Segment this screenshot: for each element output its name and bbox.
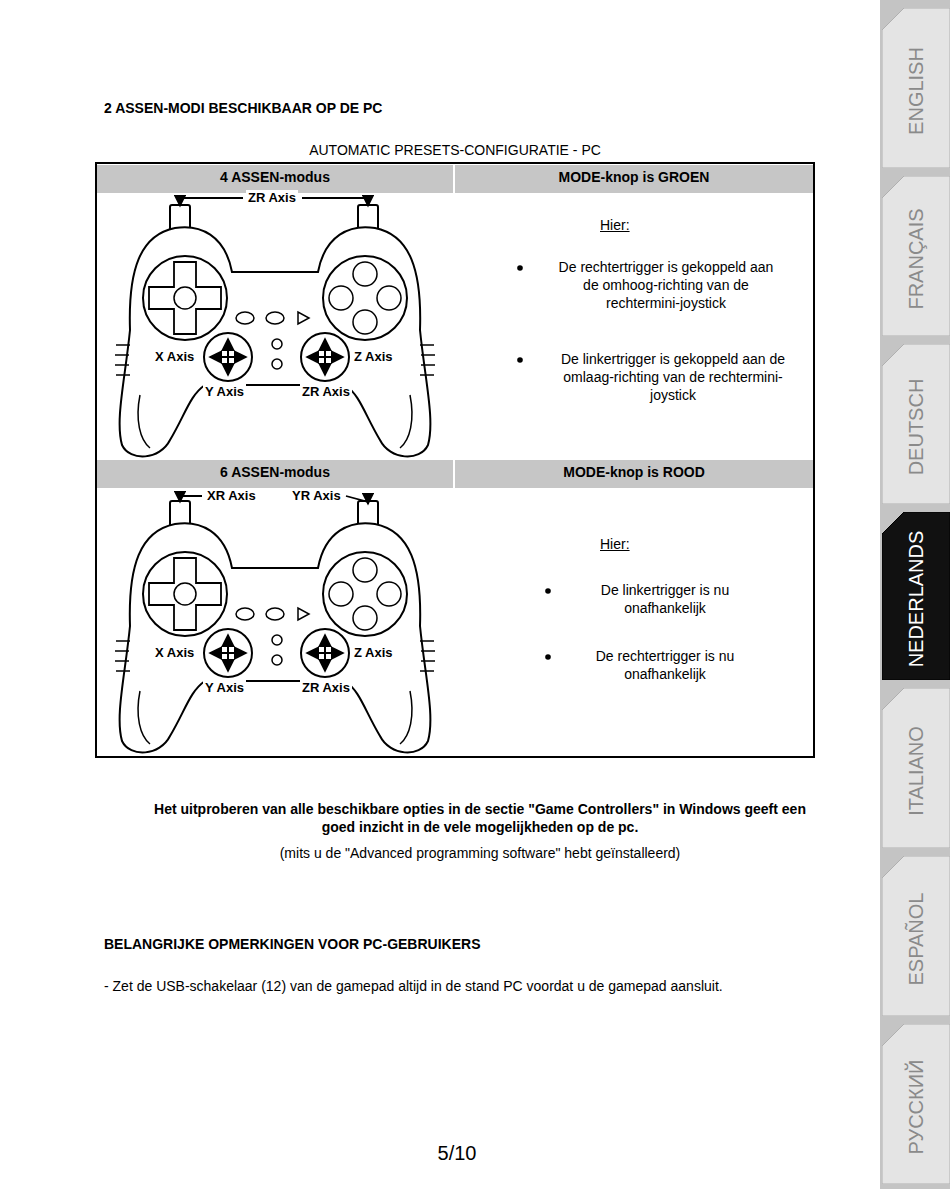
- bullet-dots: [545, 654, 551, 660]
- bullet-text: De rechtertrigger is nu onafhankelijk: [575, 647, 755, 683]
- language-tab: ENGLISH: [882, 8, 950, 168]
- language-tab: ESPAÑOL: [882, 856, 950, 1016]
- tab-outline: [882, 344, 950, 504]
- leader-arrows: [180, 198, 368, 504]
- leader-arrows: [180, 496, 202, 502]
- tab-outline: [882, 688, 950, 848]
- header-band: 4 ASSEN-modus: [97, 165, 453, 193]
- bullet-dots: [517, 357, 523, 363]
- tab-outline: [882, 1024, 950, 1184]
- gamepad-6-axes: [115, 501, 435, 752]
- band-heading: 6 ASSEN-modus: [97, 460, 453, 484]
- band-heading: MODE-knop is ROOD: [455, 460, 813, 484]
- language-name: ITALIANO: [905, 726, 928, 816]
- tip-note: (mits u de "Advanced programming softwar…: [150, 844, 810, 862]
- bullet-text: De linkertrigger is gekoppeld aan de oml…: [548, 350, 798, 405]
- leader-arrows: [180, 198, 243, 206]
- tab-outline: [882, 512, 950, 680]
- bullet-dots: [545, 588, 551, 594]
- instruction-text: - Zet de USB-schakelaar (12) van de game…: [104, 977, 874, 995]
- header-band: MODE-knop is ROOD: [455, 460, 813, 488]
- language-name: ESPAÑOL: [905, 893, 928, 986]
- axis-label: X Axis: [153, 645, 196, 660]
- bullet-dots: [517, 265, 523, 271]
- mode-table: AUTOMATIC PRESETS-CONFIGURATIE - PC4 ASS…: [95, 162, 815, 758]
- language-tab: ITALIANO: [882, 688, 950, 848]
- section-heading: BELANGRIJKE OPMERKINGEN VOOR PC-GEBRUIKE…: [104, 935, 480, 953]
- band-heading: 4 ASSEN-modus: [97, 165, 453, 189]
- band-heading: MODE-knop is GROEN: [455, 165, 813, 189]
- tip-text: Het uitproberen van alle beschikbare opt…: [150, 800, 810, 836]
- language-tab: DEUTSCH: [882, 344, 950, 504]
- bullet-text: De rechtertrigger is gekoppeld aan de om…: [555, 258, 777, 313]
- language-name: DEUTSCH: [905, 379, 928, 476]
- header-band: 6 ASSEN-modus: [97, 460, 453, 488]
- axis-label: ZR Axis: [246, 190, 298, 205]
- language-name: ENGLISH: [905, 47, 928, 135]
- tab-outline: [882, 856, 950, 1016]
- header-band: MODE-knop is GROEN: [455, 165, 813, 193]
- axis-label: X Axis: [153, 349, 196, 364]
- leader-arrows: [346, 496, 368, 504]
- language-name: FRANÇAIS: [905, 209, 928, 310]
- language-tab: NEDERLANDS: [882, 512, 950, 680]
- axis-label: XR Axis: [205, 488, 258, 503]
- gamepad-4-axes: [115, 205, 435, 456]
- page-number: 5/10: [407, 1140, 507, 1166]
- tab-strip: [880, 0, 950, 1189]
- note-heading: Hier:: [600, 216, 630, 234]
- leader-arrows: [302, 198, 368, 206]
- bullet-text: De linkertrigger is nu onafhankelijk: [575, 581, 755, 617]
- axis-label: Z Axis: [352, 349, 395, 364]
- language-name: РУССКИЙ: [905, 1060, 928, 1155]
- language-tab: FRANÇAIS: [882, 176, 950, 336]
- language-name: NEDERLANDS: [905, 531, 928, 668]
- axis-label: Y Axis: [203, 680, 246, 695]
- language-tab: РУССКИЙ: [882, 1024, 950, 1184]
- axis-label: ZR Axis: [300, 680, 352, 695]
- section-heading: 2 ASSEN-MODI BESCHIKBAAR OP DE PC: [104, 99, 382, 117]
- axis-label: ZR Axis: [300, 384, 352, 399]
- tab-outline: [882, 176, 950, 336]
- note-heading: Hier:: [600, 535, 630, 553]
- tab-outline: [882, 8, 950, 168]
- table-caption: AUTOMATIC PRESETS-CONFIGURATIE - PC: [97, 142, 813, 158]
- axis-label: Y Axis: [203, 384, 246, 399]
- axis-label: YR Axis: [290, 488, 343, 503]
- axis-label: Z Axis: [352, 645, 395, 660]
